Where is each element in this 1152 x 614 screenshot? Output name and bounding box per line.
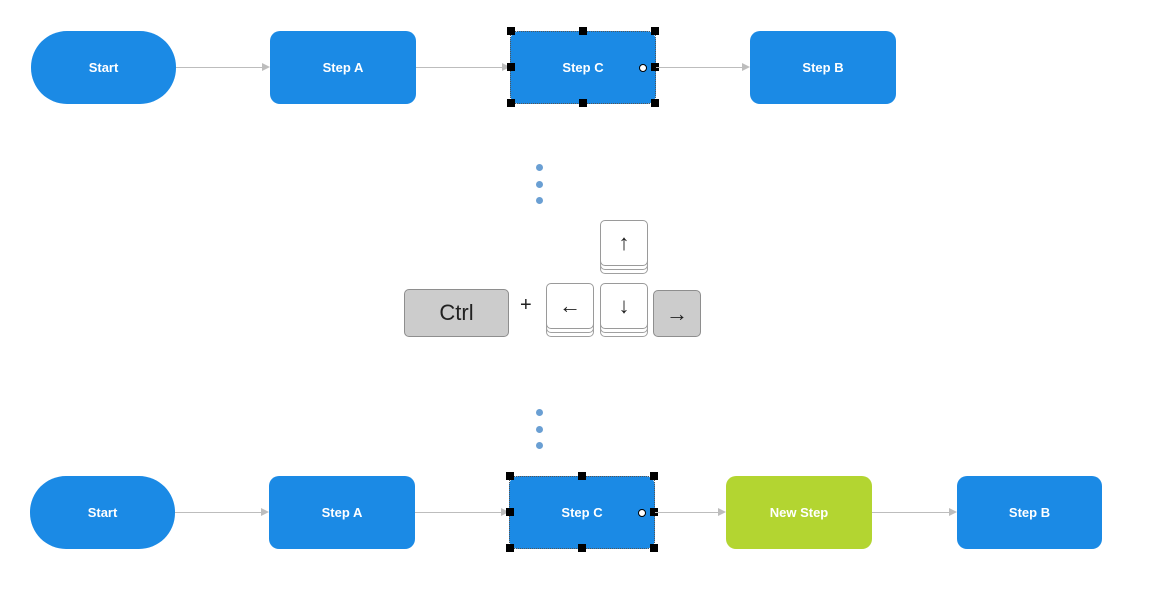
arrow-up-icon: ↑ — [618, 230, 630, 255]
resize-handle-se[interactable] — [651, 99, 659, 107]
arrow-up-key: ↑ — [600, 220, 648, 266]
connector-step-c-to-new-step — [655, 512, 719, 513]
connection-point[interactable] — [639, 64, 647, 72]
start-node[interactable]: Start — [30, 476, 175, 549]
arrowhead — [718, 508, 726, 516]
connector-step-c-to-step-b — [656, 67, 743, 68]
connector-start-to-step-a — [176, 67, 263, 68]
resize-handle-n[interactable] — [579, 27, 587, 35]
resize-handle-e[interactable] — [651, 63, 659, 71]
step-b-node[interactable]: Step B — [957, 476, 1102, 549]
step-a-node[interactable]: Step A — [270, 31, 416, 104]
ellipsis-dot — [536, 164, 543, 171]
plus-sign: + — [520, 294, 532, 316]
resize-handle-ne[interactable] — [651, 27, 659, 35]
step-c-node-selected[interactable]: Step C — [510, 31, 656, 104]
arrowhead — [502, 63, 510, 71]
arrow-right-icon: → — [666, 300, 688, 326]
connector-step-a-to-step-c — [416, 67, 503, 68]
arrow-down-key: ↓ — [600, 283, 648, 329]
selection-frame — [510, 31, 656, 104]
ellipsis-dot — [536, 197, 543, 204]
resize-handle-w[interactable] — [507, 63, 515, 71]
resize-handle-sw[interactable] — [507, 99, 515, 107]
ellipsis-dot — [536, 442, 543, 449]
arrowhead — [949, 508, 957, 516]
ellipsis-dot — [536, 181, 543, 188]
ctrl-key-label: Ctrl — [439, 300, 474, 325]
ellipsis-dot — [536, 426, 543, 433]
arrowhead — [262, 63, 270, 71]
resize-handle-se[interactable] — [650, 544, 658, 552]
connector-start-to-step-a — [175, 512, 262, 513]
arrow-right-key-pressed: → — [653, 290, 701, 337]
connection-point[interactable] — [638, 509, 646, 517]
step-c-node-selected[interactable]: Step C — [509, 476, 655, 549]
arrowhead — [742, 63, 750, 71]
resize-handle-sw[interactable] — [506, 544, 514, 552]
arrow-left-icon: ← — [559, 293, 581, 318]
connector-new-step-to-step-b — [872, 512, 950, 513]
arrow-down-icon: ↓ — [618, 293, 630, 318]
resize-handle-ne[interactable] — [650, 472, 658, 480]
step-b-node[interactable]: Step B — [750, 31, 896, 104]
selection-frame — [509, 476, 655, 549]
step-a-node[interactable]: Step A — [269, 476, 415, 549]
arrowhead — [261, 508, 269, 516]
resize-handle-nw[interactable] — [506, 472, 514, 480]
arrowhead — [501, 508, 509, 516]
ellipsis-dot — [536, 409, 543, 416]
resize-handle-w[interactable] — [506, 508, 514, 516]
resize-handle-s[interactable] — [579, 99, 587, 107]
resize-handle-n[interactable] — [578, 472, 586, 480]
resize-handle-e[interactable] — [650, 508, 658, 516]
connector-step-a-to-step-c — [415, 512, 502, 513]
resize-handle-s[interactable] — [578, 544, 586, 552]
new-step-node[interactable]: New Step — [726, 476, 872, 549]
resize-handle-nw[interactable] — [507, 27, 515, 35]
ctrl-key: Ctrl — [404, 289, 509, 337]
start-node[interactable]: Start — [31, 31, 176, 104]
arrow-left-key: ← — [546, 283, 594, 329]
